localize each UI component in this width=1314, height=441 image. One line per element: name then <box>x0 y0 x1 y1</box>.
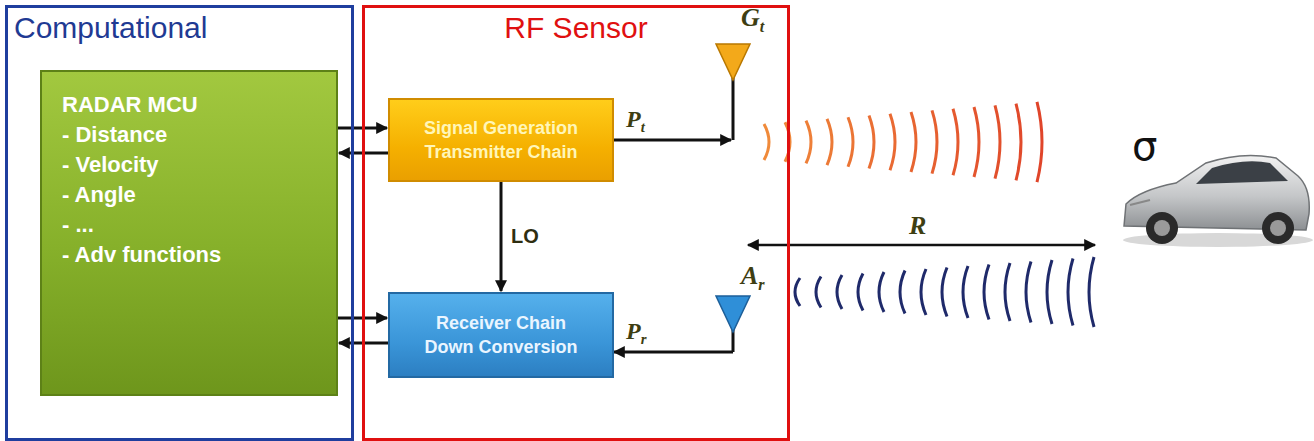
tx-wave <box>995 105 1000 178</box>
region-title: RF Sensor <box>498 8 653 46</box>
region-title: Computational <box>8 8 213 46</box>
radio-waves <box>764 102 1094 327</box>
tx-wave <box>1037 102 1042 182</box>
block-text: Signal Generation Transmitter Chain <box>416 116 586 164</box>
signal-arrow <box>500 182 503 291</box>
rx-wave <box>900 271 905 314</box>
block-text: Receiver Chain Down Conversion <box>416 311 586 359</box>
rx-wave <box>879 272 884 312</box>
rx-wave <box>963 266 968 318</box>
rx-wave <box>858 274 863 311</box>
antenna-aperture: Ar <box>741 262 765 293</box>
pr-wire <box>614 351 733 354</box>
rx-wave <box>942 268 947 317</box>
rx-wave <box>1026 262 1031 323</box>
tx-wave <box>953 109 958 176</box>
mcu-text: - Distance <box>62 120 167 150</box>
computational-region: ComputationalRADAR MCU- Distance- Veloci… <box>5 5 354 441</box>
tx-antenna <box>716 44 750 140</box>
rf-sensor-region: RF SensorSignal Generation Transmitter C… <box>362 5 790 441</box>
tx-wave <box>1016 104 1021 181</box>
rx-wave <box>795 278 800 306</box>
radar-cross-section: σ <box>1132 124 1157 168</box>
range-label: R <box>909 212 926 241</box>
tx-wave <box>764 124 769 160</box>
rx-wave <box>1068 259 1073 326</box>
tx-wave <box>974 107 979 177</box>
rx-wave <box>1089 257 1094 327</box>
rx-wave <box>816 277 821 308</box>
rx-wave <box>921 269 926 315</box>
car-target <box>1123 155 1313 247</box>
tx-wave <box>869 116 874 169</box>
range-arrow <box>748 244 1095 247</box>
rx-wave <box>837 275 842 309</box>
edge-label: LO <box>509 225 541 247</box>
tx-wave <box>911 112 916 172</box>
pt-wire <box>612 139 731 142</box>
mcu-text: - Velocity <box>62 150 159 180</box>
rx-wave <box>1005 263 1010 321</box>
rx-wave <box>1047 260 1052 324</box>
mcu-text: - Angle <box>62 180 136 210</box>
antenna-gain: Gt <box>741 4 764 35</box>
rx-wave <box>984 265 989 320</box>
transmitter-box: Signal Generation Transmitter Chain <box>388 98 614 182</box>
tx-wave <box>848 117 853 167</box>
tx-wave <box>806 121 811 164</box>
tx-wave <box>932 110 937 173</box>
tx-power: Pt <box>626 106 645 136</box>
mcu-text: - ... <box>62 210 94 240</box>
receiver-box: Receiver Chain Down Conversion <box>388 292 614 378</box>
mcu-box: RADAR MCU- Distance- Velocity- Angle- ..… <box>40 70 338 396</box>
mcu-text: RADAR MCU <box>62 90 198 120</box>
rx-antenna <box>716 296 750 352</box>
tx-wave <box>827 119 832 165</box>
mcu-text: - Adv functions <box>62 240 221 270</box>
tx-wave <box>890 114 895 170</box>
rx-power: Pr <box>626 318 646 348</box>
